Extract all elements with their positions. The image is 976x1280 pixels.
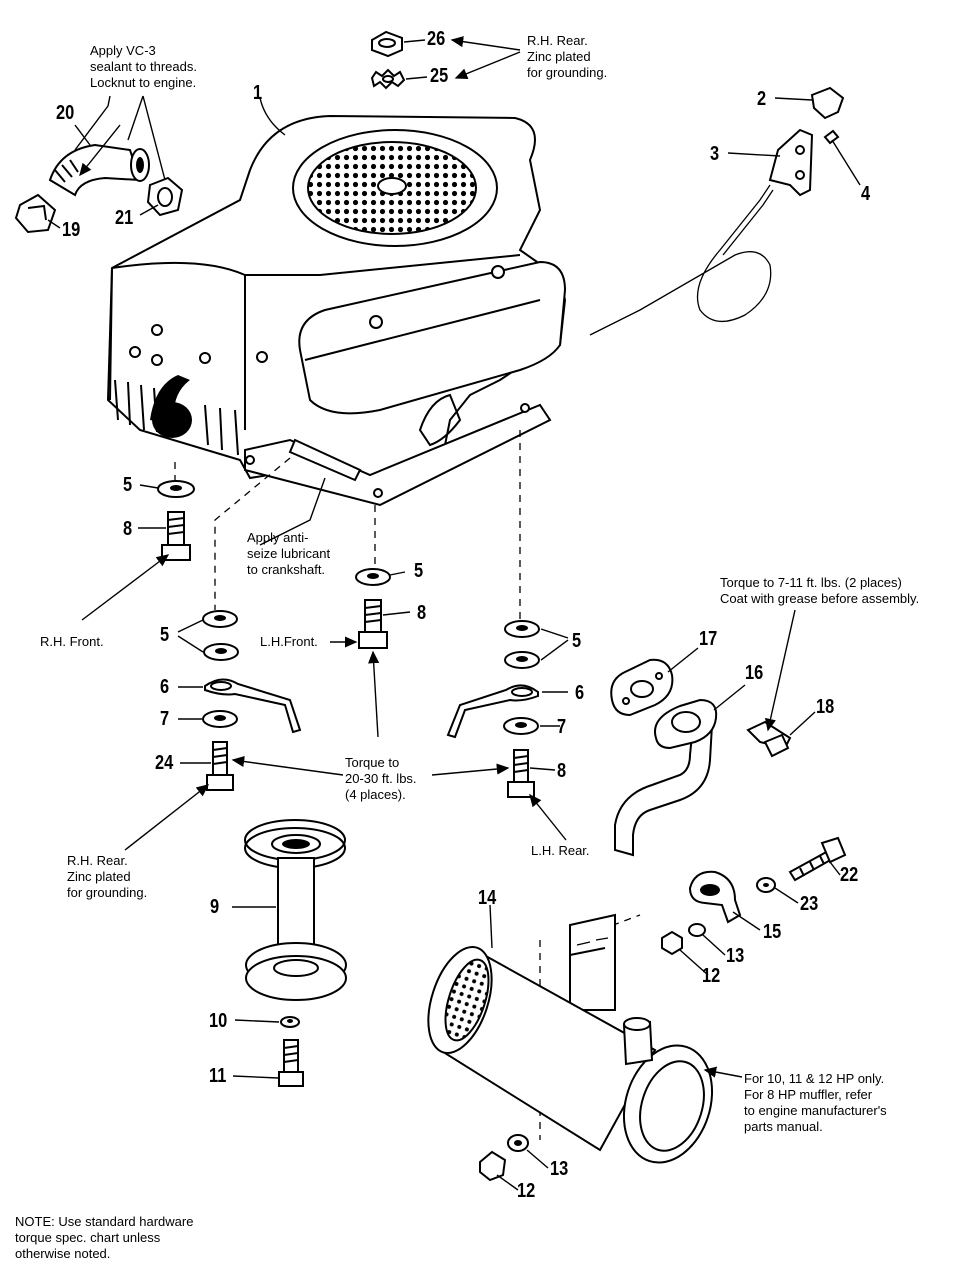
callout-23: 23 <box>800 893 819 915</box>
note-torque-20-30: Torque to 20-30 ft. lbs. (4 places). <box>345 755 417 802</box>
callout-21: 21 <box>115 207 134 229</box>
callout-5-left: 5 <box>160 624 170 646</box>
pulley <box>244 819 347 1001</box>
note-rh-front: R.H. Front. <box>40 634 104 649</box>
engine <box>106 114 567 507</box>
callout-5-right: 5 <box>572 630 582 652</box>
callout-6-left: 6 <box>160 676 170 698</box>
callout-7-left: 7 <box>160 708 170 730</box>
note-vc3-sealant: Apply VC-3 sealant to threads. Locknut t… <box>90 43 197 90</box>
note-muffler: For 10, 11 & 12 HP only. For 8 HP muffle… <box>744 1071 887 1134</box>
callout-9: 9 <box>210 896 220 918</box>
callout-12-lower: 12 <box>517 1180 536 1202</box>
note-rh-rear-bottom: R.H. Rear. Zinc plated for grounding. <box>67 853 148 900</box>
callout-11: 11 <box>209 1065 227 1087</box>
callout-8-lh-front: 8 <box>417 602 427 624</box>
callout-15: 15 <box>763 921 782 943</box>
callout-13-lower: 13 <box>550 1158 569 1180</box>
callout-4: 4 <box>861 183 871 205</box>
callout-3: 3 <box>710 143 720 165</box>
callout-24: 24 <box>155 752 174 774</box>
callout-8-lh-rear: 8 <box>557 760 567 782</box>
callout-2: 2 <box>757 88 767 110</box>
callout-5-center: 5 <box>414 560 424 582</box>
callout-1: 1 <box>253 82 263 104</box>
note-hardware: NOTE: Use standard hardware torque spec.… <box>15 1214 194 1261</box>
callout-6-right: 6 <box>575 682 585 704</box>
note-lh-front: L.H.Front. <box>260 634 318 649</box>
note-rh-rear-top: R.H. Rear. Zinc plated for grounding. <box>527 33 608 80</box>
callout-25: 25 <box>430 65 449 87</box>
callout-14: 14 <box>478 887 497 909</box>
note-torque-7-11: Torque to 7-11 ft. lbs. (2 places) Coat … <box>720 575 920 606</box>
callout-22: 22 <box>840 864 859 886</box>
callout-19: 19 <box>62 219 81 241</box>
callout-20: 20 <box>56 102 75 124</box>
muffler <box>427 913 714 1164</box>
throttle-control <box>589 86 845 336</box>
callout-17: 17 <box>699 628 718 650</box>
callout-26: 26 <box>427 28 446 50</box>
callout-5-engine: 5 <box>123 474 133 496</box>
callout-10: 10 <box>209 1010 228 1032</box>
callout-18: 18 <box>816 696 835 718</box>
callout-7-right: 7 <box>557 716 567 738</box>
callout-16: 16 <box>745 662 764 684</box>
note-anti-seize: Apply anti- seize lubricant to crankshaf… <box>247 530 331 577</box>
callout-8-rh-front: 8 <box>123 518 133 540</box>
callout-12-upper: 12 <box>702 965 721 987</box>
callout-13-upper: 13 <box>726 945 745 967</box>
exhaust-pipe <box>614 698 718 857</box>
leader-lines <box>47 36 861 1191</box>
elbow-fitting <box>48 143 150 197</box>
note-lh-rear: L.H. Rear. <box>531 843 590 858</box>
